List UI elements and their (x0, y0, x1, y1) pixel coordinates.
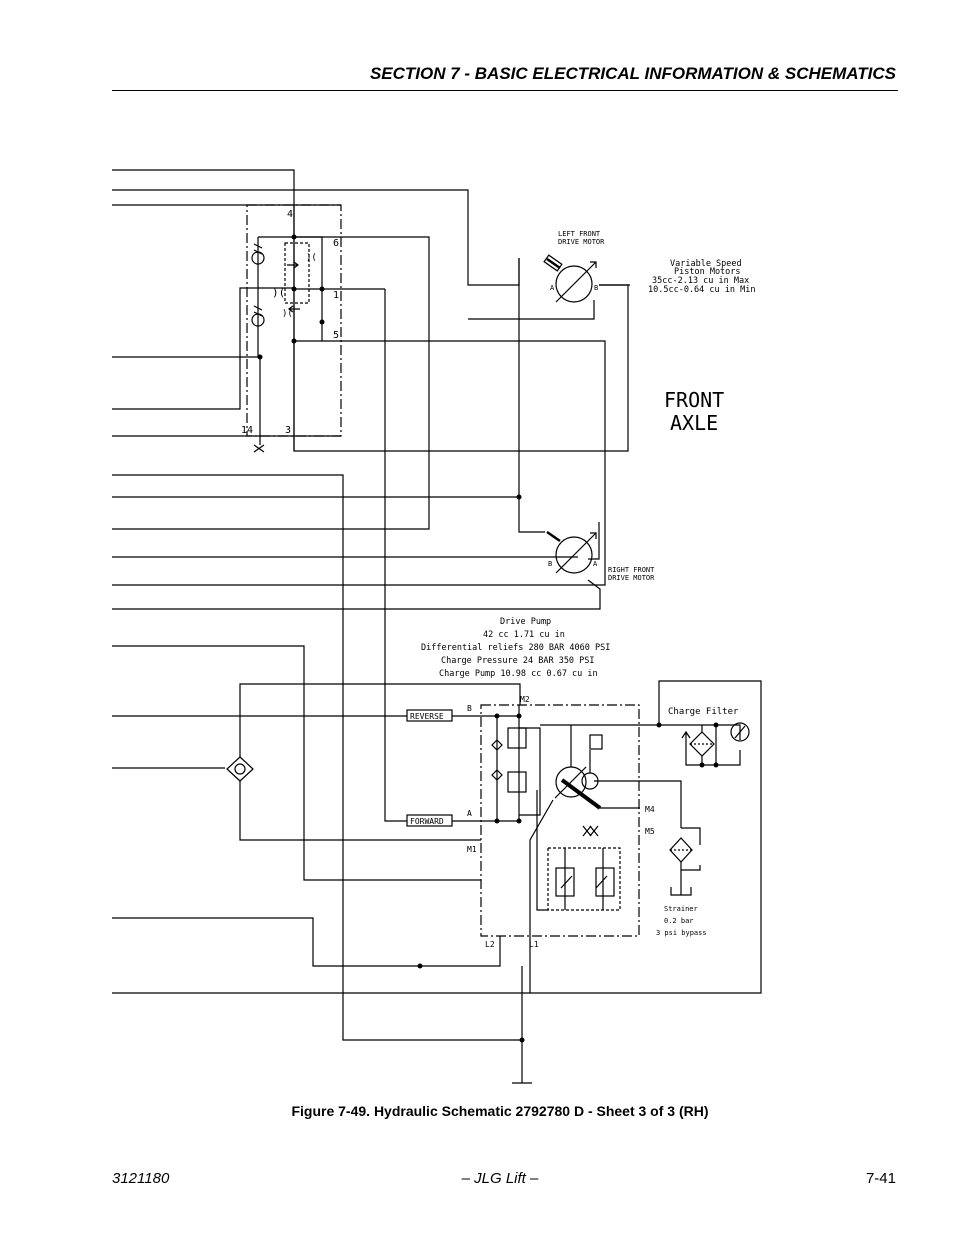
right-motor-port-a: A (593, 560, 598, 568)
right-motor-label-2: DRIVE MOTOR (608, 574, 655, 582)
pump-spec-line-1: Drive Pump (500, 617, 551, 627)
charge-filter-label: Charge Filter (668, 707, 739, 717)
port-3-label: 3 (285, 425, 291, 436)
valve-block: )( )( )( (246, 204, 385, 453)
section-title: SECTION 7 - BASIC ELECTRICAL INFORMATION… (369, 64, 896, 83)
doc-number: 3121180 (112, 1170, 170, 1187)
motor-spec-line-2: Piston Motors (674, 267, 741, 277)
left-front-drive-motor: A B (543, 254, 598, 303)
pump-port-l1: L1 (529, 940, 539, 949)
pump-port-a: A (467, 809, 472, 818)
port-6-label: 6 (333, 238, 339, 249)
footer-center: – JLG Lift – (461, 1170, 539, 1187)
pump-port-m2: M2 (520, 695, 530, 704)
reverse-label: REVERSE (410, 712, 444, 721)
pump-spec-line-5: Charge Pump 10.98 cc 0.67 cu in (439, 669, 598, 679)
right-front-drive-motor: B A (546, 530, 598, 574)
left-motor-label-2: DRIVE MOTOR (558, 238, 605, 246)
pump-spec: Drive Pump 42 cc 1.71 cu in Differential… (421, 617, 610, 679)
left-motor-label-1: LEFT FRONT (558, 230, 601, 238)
forward-label: FORWARD (410, 817, 444, 826)
header-rule (112, 90, 898, 91)
forward-box (406, 814, 453, 827)
figure-caption: Figure 7-49. Hydraulic Schematic 2792780… (291, 1103, 709, 1119)
drive-pump (480, 704, 640, 937)
pump-port-b: B (467, 704, 472, 713)
pump-spec-line-3: Differential reliefs 280 BAR 4060 PSI (421, 643, 610, 653)
schematic-lines (112, 169, 762, 1084)
svg-text:)(: )( (272, 286, 285, 299)
port-labels: 4 6 1 5 14 3 (241, 209, 339, 436)
motor-spec-line-3: 35cc-2.13 cu in Max (652, 276, 749, 286)
motor-spec: Variable Speed Piston Motors 35cc-2.13 c… (648, 259, 755, 295)
strainer-label: Strainer 0.2 bar 3 psi bypass (656, 905, 707, 937)
charge-filter (659, 722, 750, 766)
pump-spec-line-2: 42 cc 1.71 cu in (483, 630, 565, 640)
page-number: 7-41 (865, 1170, 896, 1187)
left-motor-port-a: A (550, 284, 555, 292)
right-motor-port-b: B (548, 560, 552, 568)
port-14-label: 14 (241, 425, 253, 436)
port-5-label: 5 (333, 330, 339, 341)
pump-port-m5: M5 (645, 827, 655, 836)
left-motor-port-b: B (594, 284, 598, 292)
svg-text:)(: )( (306, 253, 317, 263)
strainer (640, 780, 701, 896)
motor-spec-line-1: Variable Speed (670, 259, 742, 269)
front-axle-line-1: FRONT (664, 388, 724, 412)
pump-port-m1: M1 (467, 845, 477, 854)
front-axle-line-2: AXLE (670, 411, 718, 435)
strainer-line-1: Strainer (664, 905, 698, 913)
pump-spec-line-4: Charge Pressure 24 BAR 350 PSI (441, 656, 595, 666)
reverse-box (406, 709, 453, 722)
port-1-label: 1 (333, 290, 339, 301)
port-4-label: 4 (287, 209, 293, 220)
motor-spec-line-4: 10.5cc-0.64 cu in Min (648, 285, 755, 295)
pump-port-labels: B M2 A M1 M4 M5 L2 L1 (467, 695, 655, 949)
shuttle-valve (226, 756, 254, 782)
pump-port-l2: L2 (485, 940, 495, 949)
strainer-line-2: 0.2 bar (664, 917, 694, 925)
right-motor-label-1: RIGHT FRONT (608, 566, 655, 574)
strainer-line-3: 3 psi bypass (656, 929, 707, 937)
pump-port-m4: M4 (645, 805, 655, 814)
svg-text:)(: )( (282, 309, 293, 319)
